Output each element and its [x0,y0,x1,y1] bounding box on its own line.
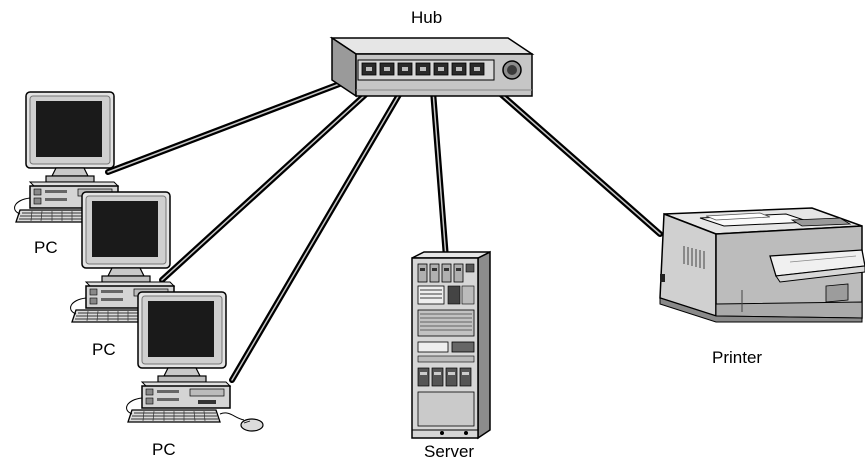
printer-icon [659,207,865,323]
mouse-icon [219,412,264,432]
pc-label-3: PC [152,440,176,459]
cable-printer [475,71,663,237]
hub-label: Hub [411,8,443,27]
cable-server [429,75,449,261]
pc-label-2: PC [92,340,116,359]
printer-label: Printer [712,348,763,367]
cable-pc-3 [229,73,413,383]
cables [105,69,663,383]
hub-icon [329,36,535,98]
pc-label-1: PC [34,238,58,257]
pc-icon-3 [125,291,264,432]
cable-pc-1 [105,69,374,175]
cable-pc-2 [159,71,391,283]
server-icon [411,250,491,440]
server-label: Server [424,442,475,461]
